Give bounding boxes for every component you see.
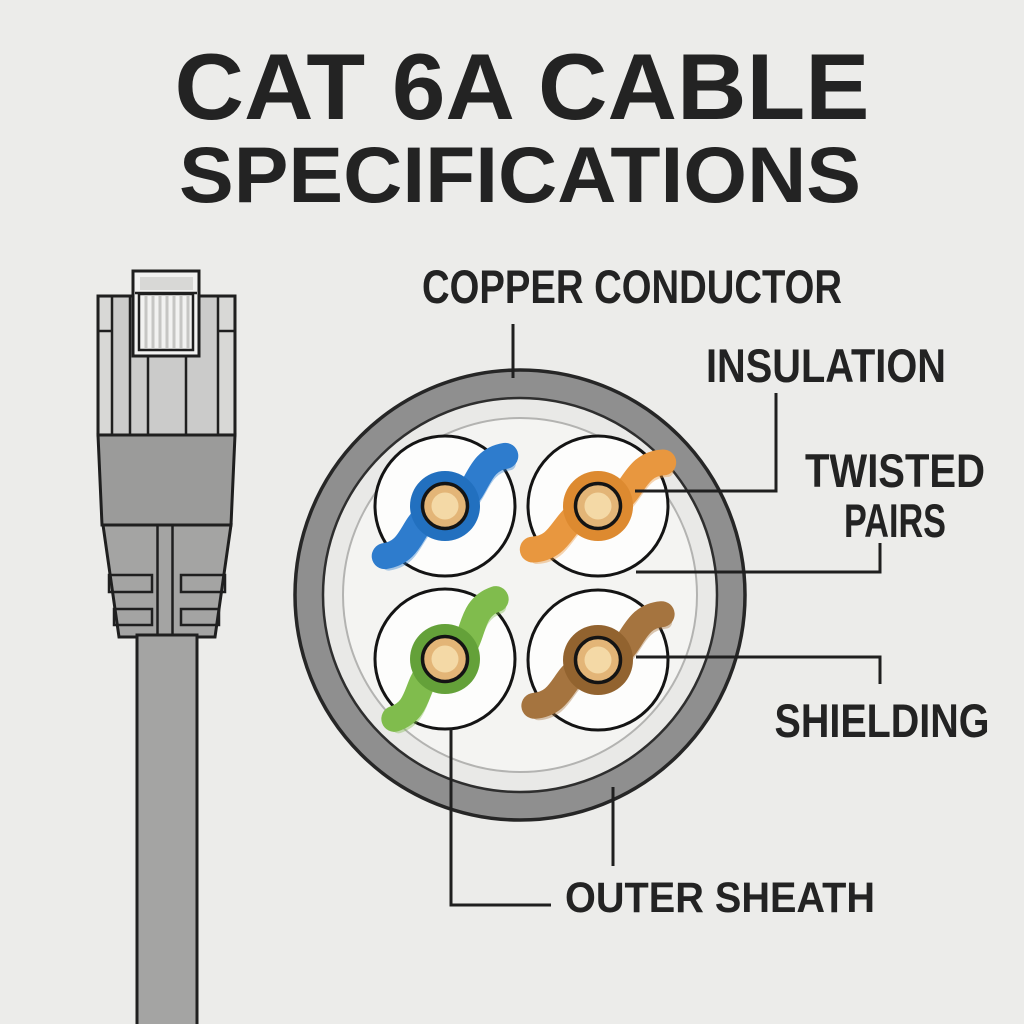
twisted-pair-green — [374, 589, 519, 729]
boot-shell — [101, 523, 233, 639]
title-line-2: SPECIFICATIONS — [179, 130, 861, 219]
connector-clip — [131, 269, 201, 358]
leader-outer-sheath-inner — [449, 729, 551, 907]
connector-collar — [96, 433, 237, 527]
leader-shielding — [636, 655, 882, 684]
contact-window — [137, 292, 195, 352]
label-copper-conductor: COPPER CONDUCTOR — [422, 260, 842, 313]
connector-body-panel-right — [219, 298, 233, 433]
clip-top-strip — [140, 277, 193, 290]
twisted-pair-blue — [375, 434, 515, 578]
label-twisted-pairs-line1: TWISTED — [805, 444, 985, 497]
copper-core — [584, 492, 612, 520]
boot-rib — [112, 607, 154, 627]
rj45-connector — [96, 269, 237, 1024]
title-block: CAT 6A CABLE SPECIFICATIONS — [175, 34, 870, 219]
boot-rib — [107, 573, 154, 594]
label-outer-sheath: OUTER SHEATH — [565, 874, 875, 922]
copper-core — [431, 645, 459, 673]
boot-rib — [179, 573, 227, 594]
title-line-1: CAT 6A CABLE — [175, 34, 870, 139]
copper-core — [431, 492, 459, 520]
leader-insulation — [635, 393, 778, 493]
label-twisted-pairs-line2: PAIRS — [844, 494, 946, 547]
label-shielding: SHIELDING — [775, 694, 990, 747]
copper-core — [584, 646, 612, 674]
label-insulation: INSULATION — [706, 339, 946, 392]
leader-twisted-pairs — [636, 543, 882, 574]
cable-cross-section — [293, 368, 747, 822]
cable — [135, 633, 199, 1024]
twisted-pair-orange — [528, 434, 668, 578]
leader-lines — [449, 324, 882, 907]
boot-rib — [179, 607, 221, 627]
callout-labels: COPPER CONDUCTOR INSULATION TWISTED PAIR… — [422, 260, 990, 922]
contact-pins — [144, 296, 190, 348]
twisted-pair-brown — [528, 588, 668, 732]
strain-relief-boot — [101, 523, 233, 639]
connector-body-seams — [98, 296, 235, 435]
